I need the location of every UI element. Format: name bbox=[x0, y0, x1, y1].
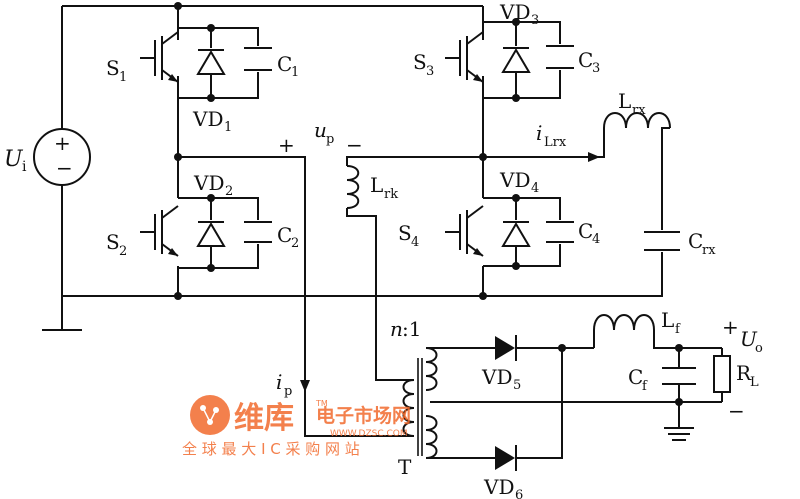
up-label-sub: p bbox=[326, 132, 334, 147]
s1-label-sub: 1 bbox=[119, 70, 127, 85]
vd3-label: VD bbox=[499, 0, 530, 24]
vd3-c3-snubber: VD 3 C 3 bbox=[483, 0, 600, 102]
voltage-source-ui: + − U i bbox=[4, 128, 91, 186]
vd5-label-sub: 5 bbox=[513, 378, 521, 393]
uo-label-sub: o bbox=[755, 341, 763, 356]
cf-label-sub: f bbox=[642, 379, 648, 394]
s2-label-sub: 2 bbox=[119, 244, 127, 259]
cf-label: C bbox=[628, 365, 643, 389]
lrx-label-sub: rx bbox=[632, 103, 646, 118]
ratio-label-n: n bbox=[390, 317, 403, 341]
vd4-c4-snubber: VD 4 C 4 bbox=[483, 168, 600, 270]
vd2-label-sub: 2 bbox=[225, 184, 233, 199]
up-minus-sign: − bbox=[346, 133, 363, 157]
left-leg bbox=[174, 2, 182, 300]
transformer-label: T bbox=[398, 455, 412, 479]
s4-label: S bbox=[398, 221, 412, 245]
lf-label: L bbox=[661, 308, 674, 332]
igbt-s3: S 3 bbox=[413, 31, 484, 83]
crx-label-sub: rx bbox=[702, 243, 716, 258]
watermark-brand-sub: 电子市场网 bbox=[316, 404, 411, 427]
s2-label: S bbox=[106, 230, 120, 254]
s3-label-sub: 3 bbox=[426, 64, 434, 79]
rl-label: R bbox=[736, 361, 752, 385]
c4-label: C bbox=[578, 219, 593, 243]
ratio-label-rest: :1 bbox=[402, 317, 421, 341]
c4-label-sub: 4 bbox=[592, 232, 600, 247]
watermark-tagline: 全 球 最 大 I C 采 购 网 站 bbox=[182, 440, 360, 458]
igbt-s2: S 2 bbox=[106, 205, 179, 259]
ui-label: U bbox=[4, 147, 24, 172]
vd3-label-sub: 3 bbox=[531, 13, 539, 28]
watermark-url: WWW.DZSC.COM bbox=[330, 429, 408, 439]
up-label: u bbox=[314, 118, 327, 142]
s1-label: S bbox=[106, 56, 120, 80]
lrk-label: L bbox=[370, 173, 383, 197]
ip-label-sub: p bbox=[284, 384, 292, 399]
source-plus-sign: + bbox=[54, 131, 71, 155]
igbt-s4: S 4 bbox=[398, 205, 484, 257]
watermark-brand: 维库 bbox=[234, 401, 294, 436]
series-resonant-branch: i Lrx L rx C rx bbox=[483, 89, 716, 297]
vd1-c1-snubber: VD 1 C 1 bbox=[178, 24, 299, 135]
lrx-label: L bbox=[618, 89, 631, 113]
uo-minus-sign: − bbox=[728, 399, 745, 423]
c2-label: C bbox=[277, 223, 292, 247]
ilrx-label: i bbox=[536, 121, 542, 145]
dc-bus-wires bbox=[42, 5, 483, 331]
vd4-label: VD bbox=[499, 168, 530, 192]
vd6-label: VD bbox=[483, 475, 514, 499]
ip-label: i bbox=[276, 370, 282, 394]
c3-label-sub: 3 bbox=[592, 61, 600, 76]
vd2-c2-snubber: VD 2 C 2 bbox=[178, 171, 299, 272]
uo-label: U bbox=[740, 327, 758, 351]
c1-label: C bbox=[277, 52, 292, 76]
vd2-label: VD bbox=[193, 171, 224, 195]
c2-label-sub: 2 bbox=[291, 236, 299, 251]
watermark-logo-icon bbox=[190, 395, 230, 435]
vd5-label: VD bbox=[481, 365, 512, 389]
watermark: 维库 TM 电子市场网 WWW.DZSC.COM 全 球 最 大 I C 采 购… bbox=[182, 395, 411, 458]
transformer-t: n :1 T bbox=[390, 317, 438, 479]
igbt-s1: S 1 bbox=[106, 31, 179, 85]
c3-label: C bbox=[578, 48, 593, 72]
secondary-output: VD 5 VD 6 L f C f R L + U o − bbox=[426, 308, 763, 499]
vd6-label-sub: 6 bbox=[515, 488, 523, 499]
vd4-label-sub: 4 bbox=[531, 181, 539, 196]
junction-dot bbox=[174, 292, 182, 300]
vd1-label: VD bbox=[192, 107, 223, 131]
rl-label-sub: L bbox=[750, 375, 759, 390]
c1-label-sub: 1 bbox=[291, 65, 299, 80]
junction-dot bbox=[174, 2, 182, 10]
ui-label-sub: i bbox=[22, 159, 27, 175]
primary-circuit: + u p − L rk i p bbox=[178, 118, 483, 437]
crx-label: C bbox=[688, 229, 703, 253]
ilrx-label-sub: Lrx bbox=[544, 135, 567, 150]
vd1-label-sub: 1 bbox=[224, 120, 232, 135]
up-plus-sign: + bbox=[278, 133, 295, 157]
s3-label: S bbox=[413, 50, 427, 74]
lf-label-sub: f bbox=[675, 322, 681, 337]
source-minus-sign: − bbox=[56, 156, 73, 180]
uo-plus-sign: + bbox=[722, 315, 739, 339]
watermark-tm: TM bbox=[315, 399, 328, 408]
s4-label-sub: 4 bbox=[411, 235, 419, 250]
lrk-label-sub: rk bbox=[384, 187, 398, 202]
